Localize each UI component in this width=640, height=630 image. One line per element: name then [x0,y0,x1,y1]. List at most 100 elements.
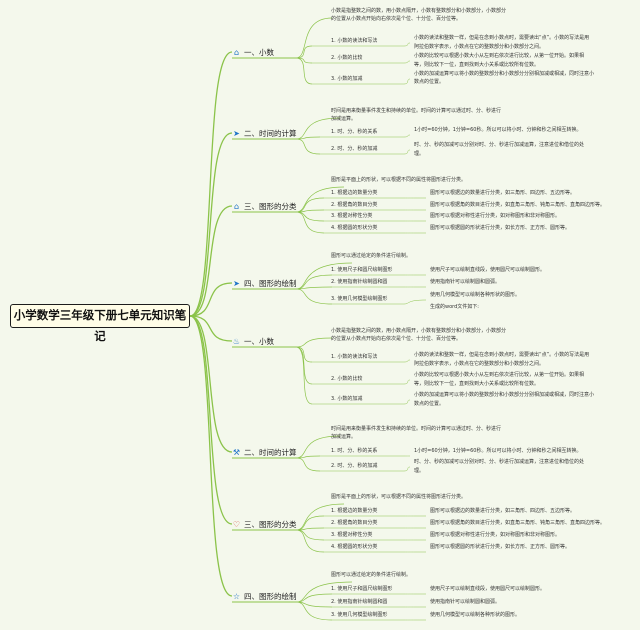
subitem-label: 1. 使用尺子和圆尺绘制图形 [331,267,393,274]
item-branch-line [295,601,333,608]
topic-node[interactable]: ⌂一、小数 [232,45,274,59]
detail-text-line: 时、分、秒的加减可以分别对时、分、秒进行加减运算，注意进位和借位的处 [414,142,585,149]
item-branch-line [295,515,325,531]
house-icon: ⌂ [233,201,240,211]
topic-node[interactable]: ➤二、时间的计算 [232,126,297,140]
detail-text-line: 1小时=60分钟，1分钟=60秒。所以可以将小时、分钟和秒之间相互转换。 [414,448,582,455]
item-branch-line [295,211,325,234]
subitem-label: 1. 使用尺子和圆尺绘制图形 [331,586,393,593]
main-branch-line [189,132,233,317]
detail-text-line: 图形可以根据边的数量进行分类，如三角形、四边形、五边形等。 [430,508,576,515]
detail-text-line: 数点的位置。 [414,401,445,408]
topic-node[interactable]: ♨一、小数 [232,334,274,348]
subitem-label: 1. 小数的读法和写法 [331,354,378,361]
main-branch-line [189,51,233,317]
detail-connector-line [403,60,411,64]
root-title: 小学数学三年级下册七单元知识笔记 [13,308,187,343]
item-branch-line [295,457,321,472]
detail-text-line: 小数的加减运算可以将小数的整数部分和小数部分分别相加减或相减，同时注意小 [414,71,595,78]
topic-description-line: 的位置从小数点开始向右依次是个位、十分位、百分位等。 [331,335,462,342]
subitem-label: 1. 时、分、秒的关系 [331,448,378,455]
topic-title: 三、图形的分类 [244,201,297,211]
topic-title: 四、图形的绘制 [244,591,297,601]
topic-node[interactable]: ♡三、图形的分类 [232,517,297,531]
subitem-label: 1. 根据边的数量分类 [331,508,378,515]
item-branch-line [295,57,313,64]
main-branch-line [189,315,233,525]
subitem-label: 2. 小数的比较 [331,376,363,383]
detail-text-line: 阿拉伯数字表示，小数点在它的整数部分和小数部分之间。 [414,44,545,51]
topic-description-line: 图形是平面上的形状，可以根据不同的属性将图形进行分类。 [331,494,467,501]
item-branch-line [295,288,333,305]
detail-text-line: 数点的位置。 [414,79,445,86]
subitem-label: 3. 根据对称性分类 [331,532,373,539]
subitem-label: 4. 根据圆的形状分类 [331,544,378,551]
subitem-label: 3. 小数的加减 [331,76,363,83]
subitem-label: 3. 使用几何模型绘制图形 [331,296,388,303]
item-branch-line [295,601,333,621]
subitem-label: 2. 时、分、秒的加减 [331,146,378,153]
detail-text-line: 使用几何模型可以绘制各种形状的图形。 [430,612,521,619]
detail-text-line: 1小时=60分钟，1分钟=60秒。所以可以将小时、分钟和秒之间相互转换。 [414,127,582,134]
item-branch-line [295,593,333,603]
item-branch-line [295,529,325,541]
detail-text-line: 图形可以根据角的数目进行分类，如直角三角形、钝角三角形、直角四边形等。 [430,520,606,527]
topic-node[interactable]: ➤四、图形的绘制 [232,276,296,290]
subitem-label: 1. 小数的读法和写法 [331,38,378,45]
detail-text-line: 图形可以根据圆的形状进行分类，如长方形、正方形、圆形等。 [430,544,571,551]
detail-text-line: 小数的比较可以根据小数大小从左到右依次进行比较，从第一位开始。如果相 [414,372,585,379]
topic-description-line: 小数是指整数之间的数，用小数点隔开，小数有整数部分和小数部分，小数部分 [331,328,507,335]
item-branch-line [295,197,325,213]
subitem-label: 2. 小数的比较 [331,55,363,62]
topic-node[interactable]: ⌂ 三、图形的分类 [232,199,297,213]
detail-connector-line [403,78,411,85]
detail-text-line: 图形可以根据角的数目进行分类，如直角三角形、钝角三角形、直角四边形等。 [430,202,606,209]
detail-text-line: 时、分、秒的加减可以分别对时、分、秒进行加减运算，注意进位和借位的处 [414,459,585,466]
detail-connector-line [403,42,411,47]
detail-text-line: 图形可以根据圆的形状进行分类，如长方形、正方形、圆形等。 [430,225,571,232]
detail-text-line: 等，则比较下一位，直到找到大小关系或比较所有位数。 [414,381,540,388]
detail-connector-line [403,299,427,305]
house-icon: ⌂ [233,47,240,57]
detail-extra-note: 生成的word文件如下: [430,304,479,311]
detail-text-line: 小数的读法和整数一样，但是在念到小数点时，需要读出“点”。小数的写法是用 [414,352,590,359]
item-branch-line [295,346,313,405]
main-branch-line [189,205,233,317]
subitem-label: 3. 根据对称性分类 [331,213,373,220]
detail-text-line: 使用指南针可以绘制圆和圆弧。 [430,599,501,606]
detail-connector-line [403,379,411,385]
subitem-label: 4. 根据圆的形状分类 [331,225,378,232]
detail-text-line: 图形可以根据边的数量进行分类，如三角形、四边形、五边形等。 [430,190,576,197]
topic-description-line: 时间是用来衡量事件发生和持续的单位。时间的计算可以通过时、分、秒进行 [331,108,502,115]
item-branch-line [295,346,313,363]
detail-text-line: 使用尺子可以绘制直线段，使用圆尺可以绘制圆形。 [430,586,546,593]
detail-text-line: 使用几何模型可以绘制各种形状的图形。 [430,292,521,299]
desc-branch-line [295,17,333,59]
topic-description-line: 时间是用来衡量事件发生和持续的单位。时间的计算可以通过时、分、秒进行 [331,426,502,433]
flame-icon: ♨ [232,336,241,346]
topic-node[interactable]: ⚒二、时间的计算 [232,445,297,459]
root-node[interactable]: 小学数学三年级下册七单元知识笔记 [10,304,190,343]
detail-text-line: 等，则比较下一位，直到找到大小关系或比较所有位数。 [414,62,540,69]
main-branch-line [189,315,233,453]
topic-description-line: 图形可以通过给定的条件进行绘制。 [331,253,412,260]
main-branch-line [189,315,233,597]
detail-connector-line [403,149,411,155]
topic-node[interactable]: ☆四、图形的绘制 [232,589,297,603]
desc-branch-line [295,337,333,348]
topic-title: 二、时间的计算 [244,447,297,457]
topic-title: 二、时间的计算 [244,128,297,138]
detail-connector-line [403,466,411,472]
subitem-label: 2. 使用指南针绘制圆和圆 [331,599,388,606]
heart-icon: ♡ [232,519,241,529]
topic-title: 一、小数 [244,336,274,346]
star-icon: ☆ [232,591,241,601]
tools-icon: ⚒ [232,447,241,457]
item-branch-line [295,45,313,59]
subitem-label: 2. 时、分、秒的加减 [331,463,378,470]
item-branch-line [295,138,321,155]
subitem-label: 3. 使用几何模型绘制图形 [331,612,388,619]
main-branch-line [189,315,233,342]
